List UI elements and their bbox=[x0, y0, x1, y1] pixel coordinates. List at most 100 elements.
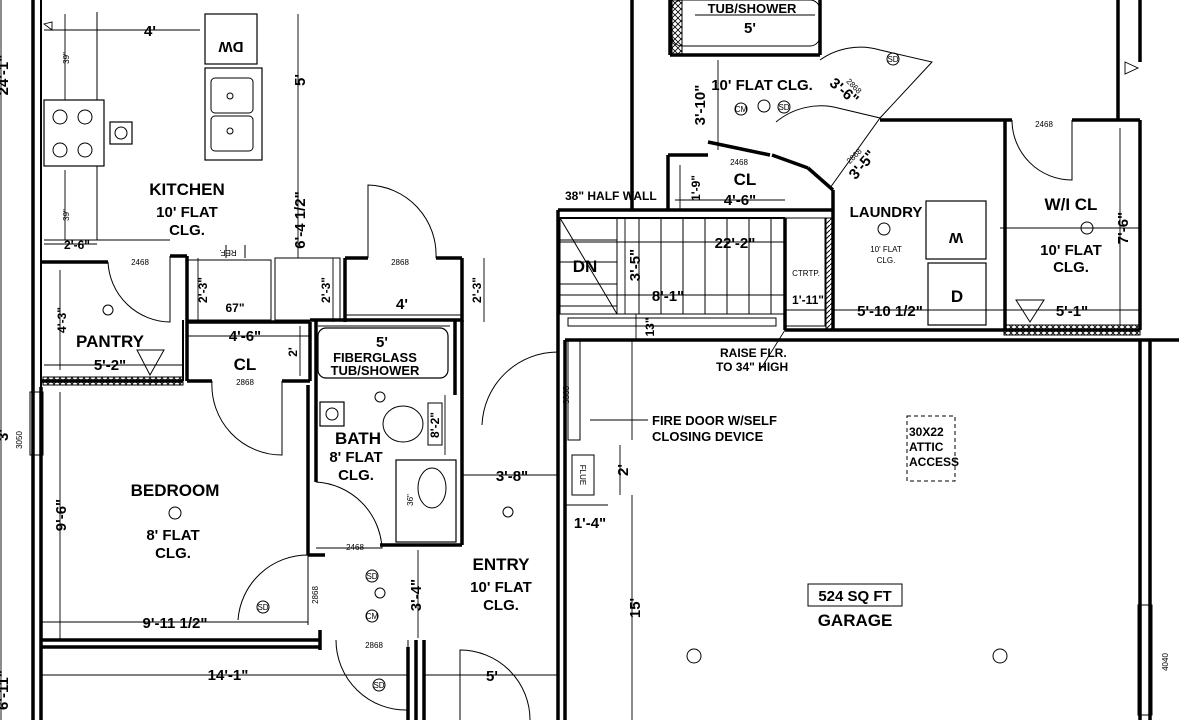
cm-label: CM bbox=[735, 105, 748, 114]
dim-label: 2' bbox=[286, 347, 300, 357]
dim-label: 5'-10 1/2" bbox=[857, 303, 923, 320]
fire-door-note2: CLOSING DEVICE bbox=[652, 429, 764, 444]
door-code: 3068 bbox=[562, 386, 571, 404]
laundry-ceiling2: CLG. bbox=[877, 256, 896, 265]
dim-label: 2' bbox=[615, 464, 632, 476]
attic-label2: ATTIC bbox=[909, 440, 944, 454]
entry-ceiling: 10' FLAT bbox=[470, 579, 532, 596]
dim-label: 3' bbox=[0, 429, 12, 441]
door-code: 2868 bbox=[236, 378, 254, 387]
door-code: 2868 bbox=[311, 586, 320, 604]
kitchen-fixtures bbox=[43, 12, 341, 321]
dim-label: 4'-3" bbox=[55, 307, 69, 333]
dim-label: 9'-6" bbox=[53, 499, 70, 531]
bath-fixtures bbox=[317, 0, 821, 543]
dim-label: 5' bbox=[744, 20, 756, 37]
bath-label: BATH bbox=[335, 429, 381, 448]
garage-area: 524 SQ FT bbox=[818, 588, 891, 605]
sd-label: SD bbox=[887, 55, 898, 64]
dryer bbox=[927, 262, 987, 326]
door-code: 2468 bbox=[131, 258, 149, 267]
wicl-hatch bbox=[1003, 324, 1141, 336]
vanity-width: 36" bbox=[406, 494, 415, 506]
door-code: 2868 bbox=[365, 641, 383, 650]
sd-icon bbox=[886, 52, 900, 66]
washer bbox=[925, 200, 987, 260]
bedroom-label: BEDROOM bbox=[131, 481, 220, 500]
closet2-label: CL bbox=[734, 170, 757, 189]
attic-label: 30X22 bbox=[909, 425, 944, 439]
refrigerator bbox=[186, 259, 272, 321]
pantry-hatch bbox=[42, 376, 184, 386]
dim-label: 4' bbox=[144, 23, 156, 40]
dim-label: 5'-1" bbox=[1056, 303, 1088, 320]
entry-ceiling2: CLG. bbox=[483, 597, 519, 614]
wicl-label: W/I CL bbox=[1045, 195, 1098, 214]
wicl-ceiling: 10' FLAT bbox=[1040, 242, 1102, 259]
dim-label: 9'-11 1/2" bbox=[143, 615, 208, 632]
ref-width: 67" bbox=[225, 301, 244, 315]
dim-label: 13" bbox=[643, 317, 657, 336]
doors bbox=[107, 46, 1073, 720]
entry-label: ENTRY bbox=[473, 555, 531, 574]
dim-label: 39" bbox=[62, 52, 71, 64]
dim-label: 2'-3" bbox=[196, 277, 210, 303]
dim-label: 39" bbox=[62, 209, 71, 221]
walls bbox=[29, 0, 1179, 720]
dim-label: 1'-4" bbox=[574, 515, 606, 532]
sd-label: SD bbox=[373, 681, 384, 690]
raise-note2: TO 34" HIGH bbox=[716, 360, 788, 374]
dim-label: 5' bbox=[486, 668, 498, 685]
hall-ceiling: 10' FLAT CLG. bbox=[711, 77, 813, 94]
dim-label: 5' bbox=[376, 334, 388, 351]
kitchen-label: KITCHEN bbox=[149, 180, 225, 199]
tub2-label2: TUB/SHOWER bbox=[331, 363, 420, 378]
dryer-label: D bbox=[951, 287, 963, 306]
dim-label: 7'-6" bbox=[1115, 212, 1132, 244]
sd-label: SD bbox=[778, 103, 789, 112]
sw-triangle-icon bbox=[136, 349, 165, 377]
pantry-label: PANTRY bbox=[76, 332, 145, 351]
laundry-fixtures bbox=[571, 200, 987, 496]
sd-label: SD bbox=[257, 603, 268, 612]
wicl-ceiling2: CLG. bbox=[1053, 259, 1089, 276]
cm-label: CM bbox=[366, 612, 379, 621]
dim-label: 3'-5" bbox=[627, 249, 644, 281]
sd-icon bbox=[372, 678, 386, 692]
attic-label3: ACCESS bbox=[909, 455, 959, 469]
flue bbox=[571, 454, 595, 496]
kitchen-ceiling2: CLG. bbox=[169, 222, 205, 239]
toilet bbox=[382, 405, 424, 443]
dim-label: 3'-6" bbox=[826, 75, 862, 109]
cm-icon bbox=[734, 102, 748, 116]
ceiling-fixtures bbox=[102, 52, 1094, 692]
fire-door-note: FIRE DOOR W/SELF bbox=[652, 413, 777, 428]
dim-label: 5' bbox=[292, 74, 309, 86]
garage-label: GARAGE bbox=[818, 611, 893, 630]
dim-label: 2'-3" bbox=[319, 277, 333, 303]
tub2-label: FIBERGLASS bbox=[333, 350, 417, 365]
stair-down-label: DN bbox=[573, 257, 598, 276]
dim-label: 1'-9" bbox=[689, 175, 703, 201]
dim-label: 15' bbox=[627, 598, 644, 618]
tub-hatch bbox=[671, 0, 683, 56]
sd-icon bbox=[777, 100, 791, 114]
dim-label: 6'-11" bbox=[0, 670, 12, 710]
labels: KITCHEN 10' FLAT CLG. PANTRY CL BATH 8' … bbox=[0, 1, 1170, 710]
washer-label: W bbox=[948, 229, 963, 246]
sw-triangle-icon bbox=[1015, 299, 1045, 323]
bathtub bbox=[317, 327, 449, 379]
dim-label: 3'-4" bbox=[408, 579, 425, 611]
flue-label: FLUE bbox=[578, 465, 587, 485]
door-code: 2868 bbox=[391, 258, 409, 267]
half-wall-note: 38" HALF WALL bbox=[565, 189, 657, 203]
dw-label: DW bbox=[218, 38, 244, 55]
window-code: 3050 bbox=[15, 431, 24, 449]
dim-label: 14'-1" bbox=[208, 667, 249, 684]
dim-label: 5'-2" bbox=[94, 357, 126, 374]
dim-label: 22'-2" bbox=[715, 235, 756, 252]
dim-label: 4' bbox=[396, 296, 408, 313]
dim-label: 6'-4 1/2" bbox=[292, 191, 309, 248]
kitchen-ceiling: 10' FLAT bbox=[156, 204, 218, 221]
stair bbox=[559, 217, 786, 315]
